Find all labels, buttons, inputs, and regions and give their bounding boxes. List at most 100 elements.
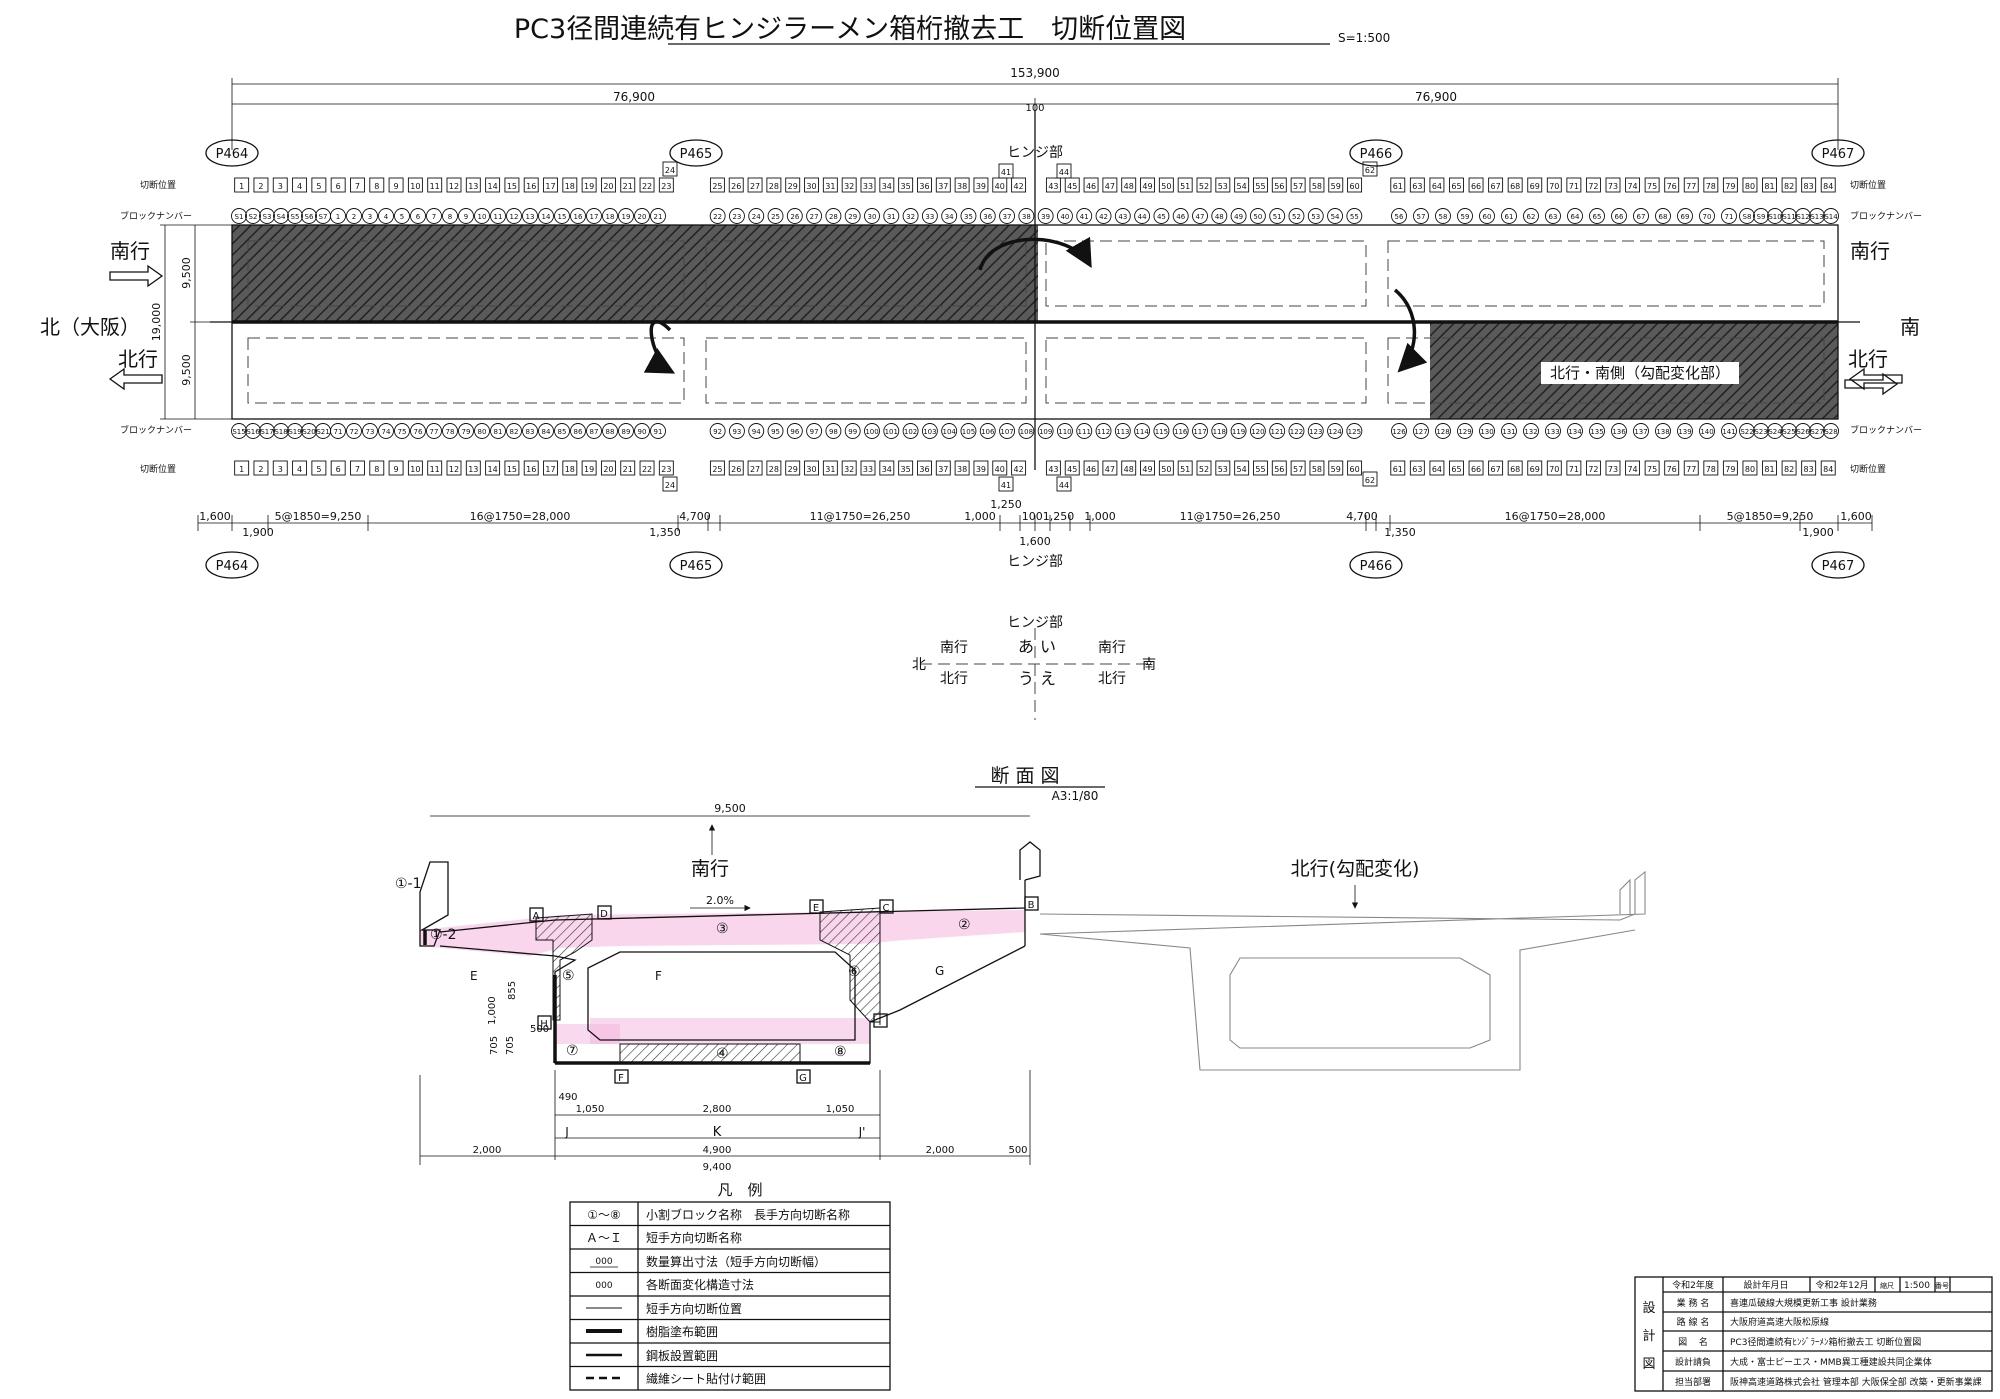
- cut-number: 55: [1255, 465, 1265, 474]
- cut-number: 74: [1627, 182, 1637, 191]
- block-number: 101: [885, 428, 898, 436]
- cut-number-box: [1742, 177, 1758, 193]
- pier-label: P467: [1822, 559, 1855, 574]
- cut-number: 14: [488, 182, 498, 191]
- block-number-circle: [650, 208, 666, 224]
- cut-number-extra: 62: [1365, 166, 1375, 175]
- cut-number: 65: [1451, 182, 1461, 191]
- cut-number-box: [600, 460, 616, 476]
- cut-number: 10: [410, 182, 420, 191]
- block-number: 27: [810, 213, 819, 221]
- cut-number-extra: 41: [1001, 168, 1011, 177]
- block-number: S26: [1796, 428, 1810, 436]
- bottom-dim: 1,000: [964, 510, 996, 523]
- legend-title: 凡 例: [717, 1181, 762, 1199]
- block-number: 109: [1039, 428, 1052, 436]
- cut-number-box: [600, 177, 616, 193]
- cut-number: 69: [1530, 465, 1540, 474]
- bottom-dim: 5@1850=9,250: [1727, 510, 1814, 523]
- cut-number-box: [1762, 177, 1777, 193]
- block-number-circle: [538, 208, 554, 224]
- cut-number: 36: [919, 182, 929, 191]
- cut-number-box: [1527, 177, 1543, 193]
- cut-id: C: [883, 903, 890, 914]
- block-number-circle: [1589, 423, 1605, 439]
- pier-label: P464: [216, 559, 249, 574]
- block-number-circle: [1589, 208, 1605, 224]
- cut-number: 37: [938, 465, 948, 474]
- block-number: 21: [654, 213, 663, 221]
- tb-key: 担当部署: [1675, 1376, 1711, 1388]
- cut-number: 13: [468, 182, 478, 191]
- cut-number: 84: [1823, 465, 1833, 474]
- block-number-circle: [1677, 208, 1693, 224]
- block-number-circle: [1739, 208, 1755, 224]
- cut-number-box: [485, 177, 501, 193]
- cut-number: 76: [1667, 465, 1677, 474]
- cut-number: 26: [731, 465, 741, 474]
- cut-number-box: [1121, 177, 1137, 193]
- cut-number-extra: 24: [665, 166, 675, 175]
- cut-number-box: [1309, 460, 1325, 476]
- block-number: 14: [542, 213, 551, 221]
- block-number-circle: [786, 208, 803, 224]
- cut-id: G: [799, 1073, 807, 1084]
- block-id: ⑦: [566, 1043, 579, 1059]
- cut-number-box: [1449, 177, 1464, 193]
- cut-number: 17: [545, 182, 555, 191]
- block-number: 35: [964, 213, 973, 221]
- tb-date: 令和2年12月: [1815, 1279, 1868, 1291]
- block-number: S18: [274, 428, 287, 436]
- block-number: S8: [1743, 213, 1752, 221]
- cut-number: 6: [336, 182, 341, 191]
- cut-number: 70: [1549, 182, 1559, 191]
- block-number-circle: [941, 208, 958, 224]
- block-number: S19: [288, 428, 301, 436]
- block-number-circle: [1307, 208, 1324, 224]
- cut-number: 17: [545, 465, 555, 474]
- block-number-circle: [902, 208, 919, 224]
- cut-number-box: [1703, 177, 1719, 193]
- section-drawing: 9,500 南行 北行(勾配変化) 2.0% ①-1 ①-2 ②: [395, 802, 1646, 1173]
- legend-text: 繊維シート貼付け範囲: [646, 1371, 766, 1386]
- block-number: 1: [336, 213, 340, 221]
- block-number: 70: [1703, 213, 1712, 221]
- tb-val: 喜連瓜破線大規模更新工事 設計業務: [1730, 1297, 1877, 1309]
- block-number-circle: [634, 423, 650, 439]
- cut-number: 32: [844, 182, 854, 191]
- compass-q2: い: [1040, 637, 1056, 656]
- cut-number-box: [709, 177, 725, 193]
- cut-number-box: [1328, 460, 1344, 476]
- block-number-circle: [1567, 208, 1583, 224]
- block-number: S11: [1782, 213, 1795, 221]
- cut-number-box: [330, 460, 346, 476]
- bottom-dim: 16@1750=28,000: [1505, 510, 1606, 523]
- block-number-circle: [1114, 423, 1131, 439]
- cut-number-box: [860, 460, 876, 476]
- compass-q4: え: [1040, 669, 1056, 688]
- cut-number-box: [973, 177, 989, 193]
- block-number: 19: [622, 213, 631, 221]
- cut-number: 19: [584, 182, 594, 191]
- block-number: 67: [1637, 213, 1646, 221]
- center-gap: 100: [1025, 103, 1044, 114]
- cut-number: 5: [316, 182, 321, 191]
- half-span-left: 76,900: [613, 90, 655, 104]
- block-number-circle: [1501, 423, 1517, 439]
- cut-number-box: [1644, 177, 1660, 193]
- cut-number-box: [1566, 460, 1582, 476]
- cut-number-box: [292, 460, 308, 476]
- cut-number-box: [860, 177, 876, 193]
- cut-number-box: [1215, 177, 1231, 193]
- pier-label: P466: [1360, 147, 1393, 162]
- block-number-circle: [1767, 423, 1783, 439]
- cut-number: 43: [1048, 465, 1058, 474]
- block-id: ②: [958, 917, 971, 933]
- block-number: 46: [1176, 213, 1185, 221]
- sec-dim: 1,000: [487, 996, 498, 1025]
- cut-number-box: [1140, 177, 1155, 193]
- block-number-circle: [825, 423, 842, 439]
- cut-number-box: [917, 177, 932, 193]
- hinge-compass: ヒンジ部 南行 南行 北行 北行 北 南 あ い う え: [912, 615, 1156, 720]
- bottom-dim: 11@1750=26,250: [810, 510, 911, 523]
